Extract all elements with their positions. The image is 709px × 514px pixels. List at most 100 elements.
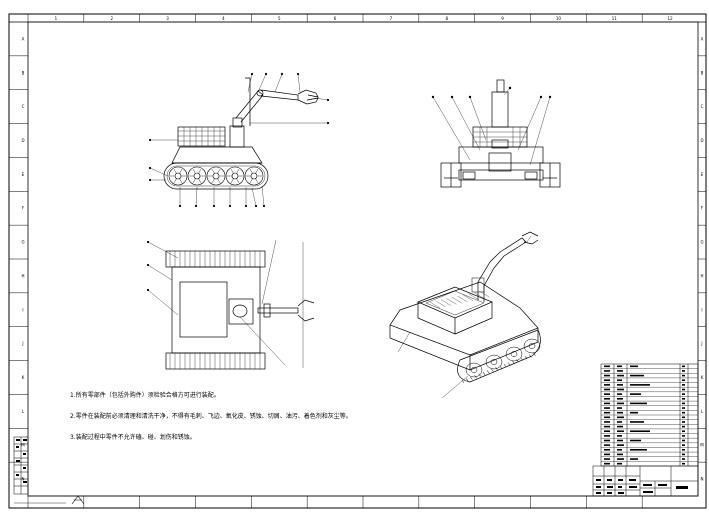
bom-row-mark (630, 421, 644, 423)
bom-row-mark (682, 407, 685, 409)
top-arm-mount (228, 298, 254, 325)
bom-row-mark (617, 388, 624, 391)
bom-row-mark (617, 439, 623, 442)
hull (171, 146, 263, 164)
zone-row-label: J (700, 341, 702, 346)
bom-row-mark (682, 435, 685, 437)
zone-row-label: A (701, 36, 704, 41)
gripper (297, 89, 319, 105)
bom-row-mark (604, 425, 610, 428)
zone-column-label: 3 (166, 16, 169, 21)
bom-row-mark (682, 374, 685, 377)
bom-row-mark (604, 397, 610, 400)
isometric-view (389, 231, 541, 383)
zone-row-label: C (22, 104, 25, 109)
bom-row-mark (604, 407, 610, 409)
bom-row-mark (630, 448, 647, 451)
bom-row-mark (682, 416, 685, 419)
bom-row-mark (682, 430, 685, 433)
bom-row-mark (617, 407, 622, 409)
row-zone-markers (9, 21, 706, 463)
bom-row-mark (604, 439, 610, 442)
bom-row-mark (617, 370, 623, 372)
zone-row-label: N (701, 477, 704, 482)
zone-column-label: 1 (55, 16, 58, 21)
zone-row-label: L (701, 409, 704, 414)
bom-row-mark (682, 448, 685, 451)
title-block (592, 465, 699, 497)
bom-row-mark (682, 365, 685, 368)
bom-row-mark (617, 430, 624, 433)
isometric-leaders (397, 235, 532, 399)
title-block-marks (596, 479, 688, 494)
zone-column-label: 5 (278, 16, 281, 21)
bom-row-mark (604, 379, 610, 382)
top-panel (179, 281, 228, 338)
bom-row-mark (604, 453, 610, 456)
bom-row-mark (617, 384, 623, 386)
technical-note-3: 3.装配过程中零件不允许磕、碰、划伤和锈蚀。 (70, 434, 196, 441)
inner-frame (27, 21, 699, 497)
bom-row-mark (682, 462, 685, 465)
zone-column-label: 2 (110, 16, 113, 21)
forearm (260, 89, 299, 101)
outer-frame (8, 13, 707, 509)
front-view-wheels (168, 166, 264, 186)
bom-row-mark (604, 384, 610, 386)
zone-row-label: J (21, 341, 23, 346)
bom-row-mark (682, 444, 685, 446)
bom-row-mark (630, 430, 650, 433)
iso-hull-top (389, 281, 539, 356)
zone-row-label: C (701, 104, 704, 109)
bom-row-mark (630, 402, 647, 405)
bom-row-mark (604, 444, 610, 446)
bom-row-mark (604, 462, 610, 465)
side-view-leaders (432, 87, 551, 166)
zone-row-label: K (22, 375, 25, 380)
zone-row-label: K (701, 375, 704, 380)
bom-row-mark (682, 397, 685, 400)
bom-row-mark (617, 435, 622, 437)
bom-row-mark (682, 439, 685, 442)
iso-arm (477, 237, 527, 302)
bom-row-mark (630, 411, 638, 414)
zone-column-label: 11 (612, 16, 618, 21)
track-outline (163, 162, 269, 190)
bom-row-mark (630, 458, 638, 460)
revision-strip-marks (16, 439, 27, 483)
bom-row-mark (682, 402, 685, 405)
bom-row-mark (617, 453, 623, 456)
zone-row-label: M (21, 443, 25, 448)
zone-column-label: 12 (668, 16, 674, 21)
bom-row-mark (682, 388, 685, 391)
bom-row-mark (604, 374, 610, 377)
top-view-leaders (147, 239, 304, 368)
bom-row-mark (617, 448, 622, 451)
bom-row-mark (682, 370, 685, 372)
arm-base (229, 125, 245, 148)
bom-row-mark (604, 416, 610, 419)
mast (491, 91, 509, 128)
iso-track (457, 329, 541, 383)
zone-column-label: 8 (445, 16, 448, 21)
bom-row-mark (630, 384, 650, 386)
zone-row-label: G (21, 240, 24, 245)
zone-row-label: F (22, 206, 25, 211)
zone-row-label: H (700, 273, 703, 278)
bom-row-mark (604, 458, 610, 460)
front-view (163, 77, 319, 190)
elbow-joint (256, 89, 264, 97)
top-view (165, 250, 315, 370)
bom-row-mark (630, 365, 638, 368)
zone-row-label: I (22, 307, 23, 312)
bom-row-mark (617, 393, 622, 395)
isometric-wheels (461, 338, 541, 384)
bom-row-mark (604, 402, 610, 405)
side-panel-grid (178, 127, 225, 146)
bom-row-mark (617, 365, 622, 368)
bom-row-mark (682, 379, 685, 382)
turret (232, 117, 243, 128)
zone-column-label: 10 (556, 16, 562, 21)
iso-hull-side (389, 325, 539, 371)
bom-row-mark (604, 393, 610, 395)
